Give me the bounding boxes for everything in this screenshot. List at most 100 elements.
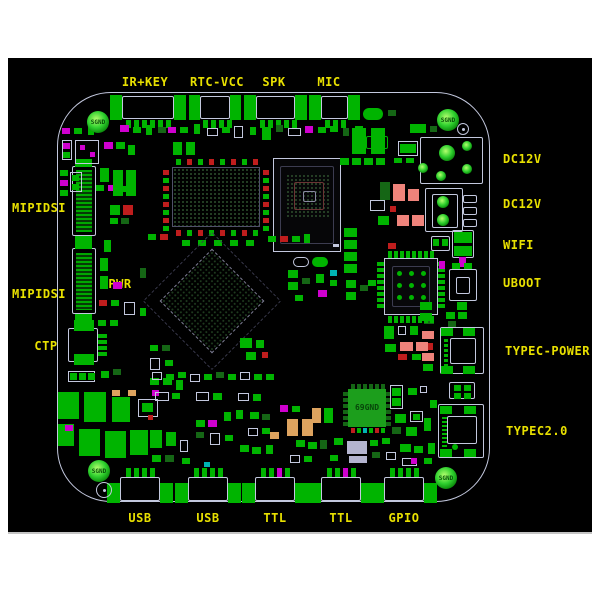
component bbox=[413, 414, 420, 420]
component bbox=[318, 290, 327, 297]
qfp-pins bbox=[418, 251, 422, 258]
qfn-pins bbox=[381, 384, 385, 389]
qfn-pins bbox=[375, 428, 379, 433]
bga1-flank bbox=[263, 186, 269, 191]
component bbox=[411, 458, 417, 464]
component bbox=[110, 218, 118, 224]
component bbox=[424, 458, 432, 464]
component bbox=[386, 452, 396, 460]
qfp-pins bbox=[394, 251, 398, 258]
component bbox=[225, 435, 233, 441]
qfp-pins bbox=[388, 316, 392, 323]
component bbox=[228, 374, 236, 380]
wifi-antenna-pad bbox=[454, 232, 472, 243]
component bbox=[150, 358, 160, 370]
component bbox=[268, 236, 276, 242]
component bbox=[128, 390, 136, 396]
conn-ttl1-pad bbox=[242, 483, 255, 503]
bga1-flank bbox=[231, 159, 236, 165]
component bbox=[394, 158, 402, 163]
conn-rtcvcc-pins bbox=[227, 120, 232, 128]
component bbox=[79, 429, 100, 456]
power-header-pad bbox=[454, 393, 461, 399]
conn-ttl1-pin-marked bbox=[277, 468, 282, 477]
component bbox=[346, 280, 356, 288]
component bbox=[400, 342, 413, 351]
qfp-pins bbox=[438, 280, 445, 284]
conn-ttl1-pins bbox=[261, 468, 266, 477]
conn-ttl1-pins bbox=[269, 468, 274, 477]
qfn-pins bbox=[343, 416, 348, 420]
component bbox=[100, 276, 108, 289]
typec-power-shell bbox=[450, 338, 476, 364]
component bbox=[121, 218, 129, 224]
component bbox=[410, 124, 426, 133]
conn-usb2-pins bbox=[194, 468, 199, 477]
conn-mipidsi1-cap bbox=[75, 236, 92, 244]
component bbox=[62, 140, 72, 160]
component bbox=[72, 175, 79, 181]
component bbox=[105, 431, 126, 458]
bga1-flank bbox=[163, 202, 169, 207]
conn-mic-pad bbox=[348, 95, 360, 120]
qfp-pins bbox=[438, 298, 445, 302]
component bbox=[173, 142, 182, 155]
sgnd-pad-bottomright: SGND bbox=[435, 467, 457, 489]
component bbox=[406, 427, 417, 436]
component bbox=[439, 261, 445, 269]
component bbox=[72, 184, 79, 190]
qfn-pins bbox=[369, 428, 373, 433]
component bbox=[398, 326, 406, 335]
conn-rtcvcc-pins bbox=[211, 120, 216, 128]
component bbox=[190, 374, 200, 382]
component bbox=[280, 405, 288, 412]
label-dc12v-1: DC12V bbox=[503, 152, 542, 166]
component bbox=[330, 270, 337, 276]
typec20-pin bbox=[452, 444, 458, 450]
component bbox=[346, 292, 356, 300]
qfn-pins bbox=[375, 384, 379, 389]
mount-hole bbox=[96, 482, 112, 498]
qfp-pins bbox=[438, 268, 445, 272]
component bbox=[330, 455, 338, 461]
qfp-via bbox=[396, 270, 402, 276]
label-ttl-2: TTL bbox=[329, 511, 353, 525]
conn-ttl2-pad bbox=[308, 483, 321, 503]
component bbox=[248, 428, 258, 436]
component bbox=[392, 388, 401, 396]
conn-irkey-pins bbox=[142, 120, 147, 128]
uboot-button-pad bbox=[464, 263, 472, 269]
component bbox=[288, 128, 301, 136]
component bbox=[330, 280, 337, 286]
component bbox=[196, 392, 209, 401]
conn-ctp-pins bbox=[98, 346, 107, 350]
component bbox=[304, 234, 310, 243]
sgnd-pad-bottomleft: SGND bbox=[88, 460, 110, 482]
component bbox=[295, 295, 303, 301]
conn-ctp-pins bbox=[98, 340, 107, 344]
qfn-pins bbox=[386, 404, 391, 408]
component bbox=[60, 190, 68, 196]
conn-usb2-body bbox=[188, 477, 228, 501]
component bbox=[400, 444, 411, 452]
component bbox=[165, 360, 173, 366]
component bbox=[412, 215, 424, 226]
qfn-pins bbox=[343, 398, 348, 402]
component bbox=[254, 374, 262, 380]
conn-usb2-pad bbox=[175, 483, 188, 503]
component bbox=[252, 447, 261, 454]
component bbox=[378, 216, 389, 225]
component bbox=[320, 440, 327, 449]
component bbox=[99, 300, 107, 306]
component bbox=[376, 158, 385, 165]
conn-spk-pad bbox=[244, 95, 256, 120]
typec-power-pins bbox=[444, 344, 448, 347]
bga1-flank bbox=[242, 230, 247, 236]
component bbox=[166, 432, 176, 446]
typec20-pins bbox=[442, 421, 447, 423]
component bbox=[270, 432, 279, 439]
component bbox=[384, 326, 394, 339]
component bbox=[112, 390, 120, 396]
wifi-connector-pad bbox=[433, 239, 439, 246]
component bbox=[216, 372, 224, 378]
